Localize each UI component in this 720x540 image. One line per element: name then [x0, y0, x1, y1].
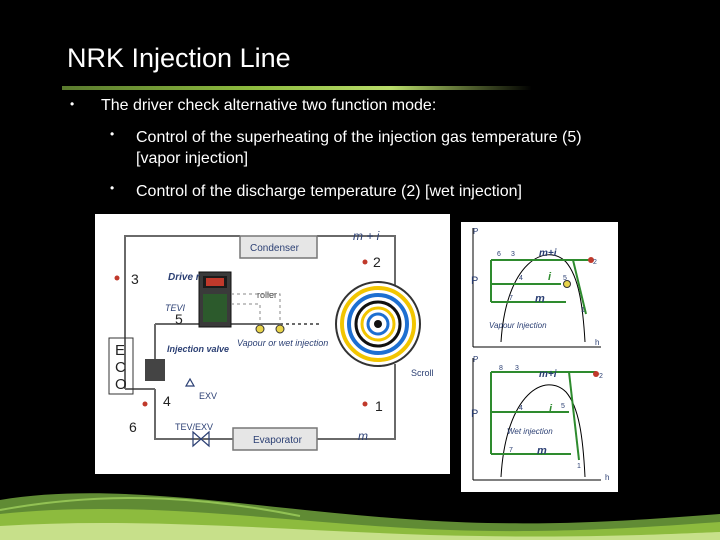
main-bullet-text: The driver check alternative two functio…: [101, 97, 437, 114]
ph-point: 3: [511, 251, 515, 258]
m-plus-i: m+i: [539, 248, 557, 259]
sub-bullet-text: Control of the superheating of the injec…: [136, 127, 582, 169]
bullet-glyph: •: [70, 97, 75, 111]
ph-point: 7: [509, 447, 513, 454]
ph-point: 3: [515, 365, 519, 372]
p-axis-label: P: [473, 355, 478, 364]
title-underline: [62, 86, 532, 90]
point-2: 2: [373, 254, 381, 270]
injection-valve-label: Injection valve: [167, 344, 229, 354]
tev-exv-label: TEV/EXV: [175, 422, 213, 432]
m-label: m: [358, 429, 368, 443]
ph-point: 4: [519, 275, 523, 282]
ph-point: 5: [561, 403, 565, 410]
sub-bullet-line: Control of the discharge temperature (2)…: [136, 183, 522, 200]
circuit-svg: Condenser Evaporator Drive r roller TEVI…: [108, 229, 434, 451]
ph-point: 1: [581, 307, 585, 314]
ph-point: 8: [499, 365, 503, 372]
sub-bullet-text: Control of the discharge temperature (2)…: [136, 181, 522, 202]
exv-label: EXV: [199, 391, 217, 401]
vapour-wet-label: Vapour or wet injection: [237, 338, 328, 348]
scroll-compressor: [335, 281, 421, 367]
pi-label: P: [471, 275, 478, 287]
ph-caption: Wet injection: [507, 427, 553, 436]
slide-title: NRK Injection Line: [67, 43, 291, 73]
evaporator-box: [232, 427, 318, 451]
eco-box: [108, 337, 134, 395]
point-3: 3: [131, 271, 139, 287]
ph-svg: P h P m+i i m 6 3 2 4 5: [471, 227, 609, 482]
bullet-glyph: •: [110, 181, 115, 195]
injection-valve-text: Injection valve: [167, 344, 229, 354]
ph-caption: Vapour Injection: [489, 321, 547, 330]
driver-led: [206, 278, 224, 286]
i-label: i: [548, 271, 552, 283]
eco-letter: C: [115, 359, 126, 376]
ph-point: 2: [593, 259, 597, 266]
controller-label: roller: [257, 290, 277, 300]
sub-bullet-line: Control of the superheating of the injec…: [136, 129, 582, 146]
condenser-label: Condenser: [250, 243, 300, 254]
point-1: 1: [375, 398, 383, 414]
m-plus-i-label: m + i: [353, 229, 380, 243]
tev-symbol: [192, 430, 202, 448]
condenser-box: [239, 235, 318, 259]
ph-diagrams: P h P m+i i m 6 3 2 4 5: [461, 222, 618, 492]
eco-letter: E: [115, 342, 125, 359]
ph-point: 7: [509, 295, 513, 302]
point-6: 6: [129, 419, 137, 435]
evaporator-label: Evaporator: [253, 435, 303, 446]
bullet-glyph: •: [110, 127, 115, 141]
sensor-dot: [255, 324, 265, 334]
ph-point: 4: [519, 405, 523, 412]
circuit-diagram: Condenser Evaporator Drive r roller TEVI…: [95, 214, 450, 474]
sensor-dot: [275, 324, 285, 334]
m-label: m: [535, 293, 545, 305]
driver-label: Drive r: [168, 272, 201, 283]
ph-point: 5: [563, 275, 567, 282]
ph-chart-wet: P h P m+i i m 8 3 2 4 5 7: [471, 355, 609, 482]
h-axis-label: h: [605, 473, 609, 482]
scroll-label: Scroll: [411, 368, 434, 378]
ph-point: 1: [577, 463, 581, 470]
m-label: m: [537, 445, 547, 457]
exv-symbol: [184, 377, 196, 387]
driver-board: [203, 294, 227, 322]
ph-point: 6: [497, 251, 501, 258]
ph-chart-vapour: P h P m+i i m 6 3 2 4 5: [471, 227, 601, 348]
tevi-label: TEVI: [165, 303, 186, 313]
i-label: i: [549, 403, 553, 415]
pi-label: P: [471, 408, 478, 420]
p-axis-label: P: [473, 227, 478, 236]
h-axis-label: h: [595, 338, 599, 347]
ph-point: 2: [599, 373, 603, 380]
sub-bullet-line: [vapor injection]: [136, 150, 249, 167]
point-4: 4: [163, 393, 171, 409]
point-5: 5: [175, 311, 183, 327]
eco-letter: O: [115, 376, 127, 393]
m-plus-i: m+i: [539, 369, 557, 380]
tev-symbol: [200, 430, 210, 448]
bottom-swoosh: [0, 493, 720, 540]
injection-valve-body: [145, 359, 165, 381]
